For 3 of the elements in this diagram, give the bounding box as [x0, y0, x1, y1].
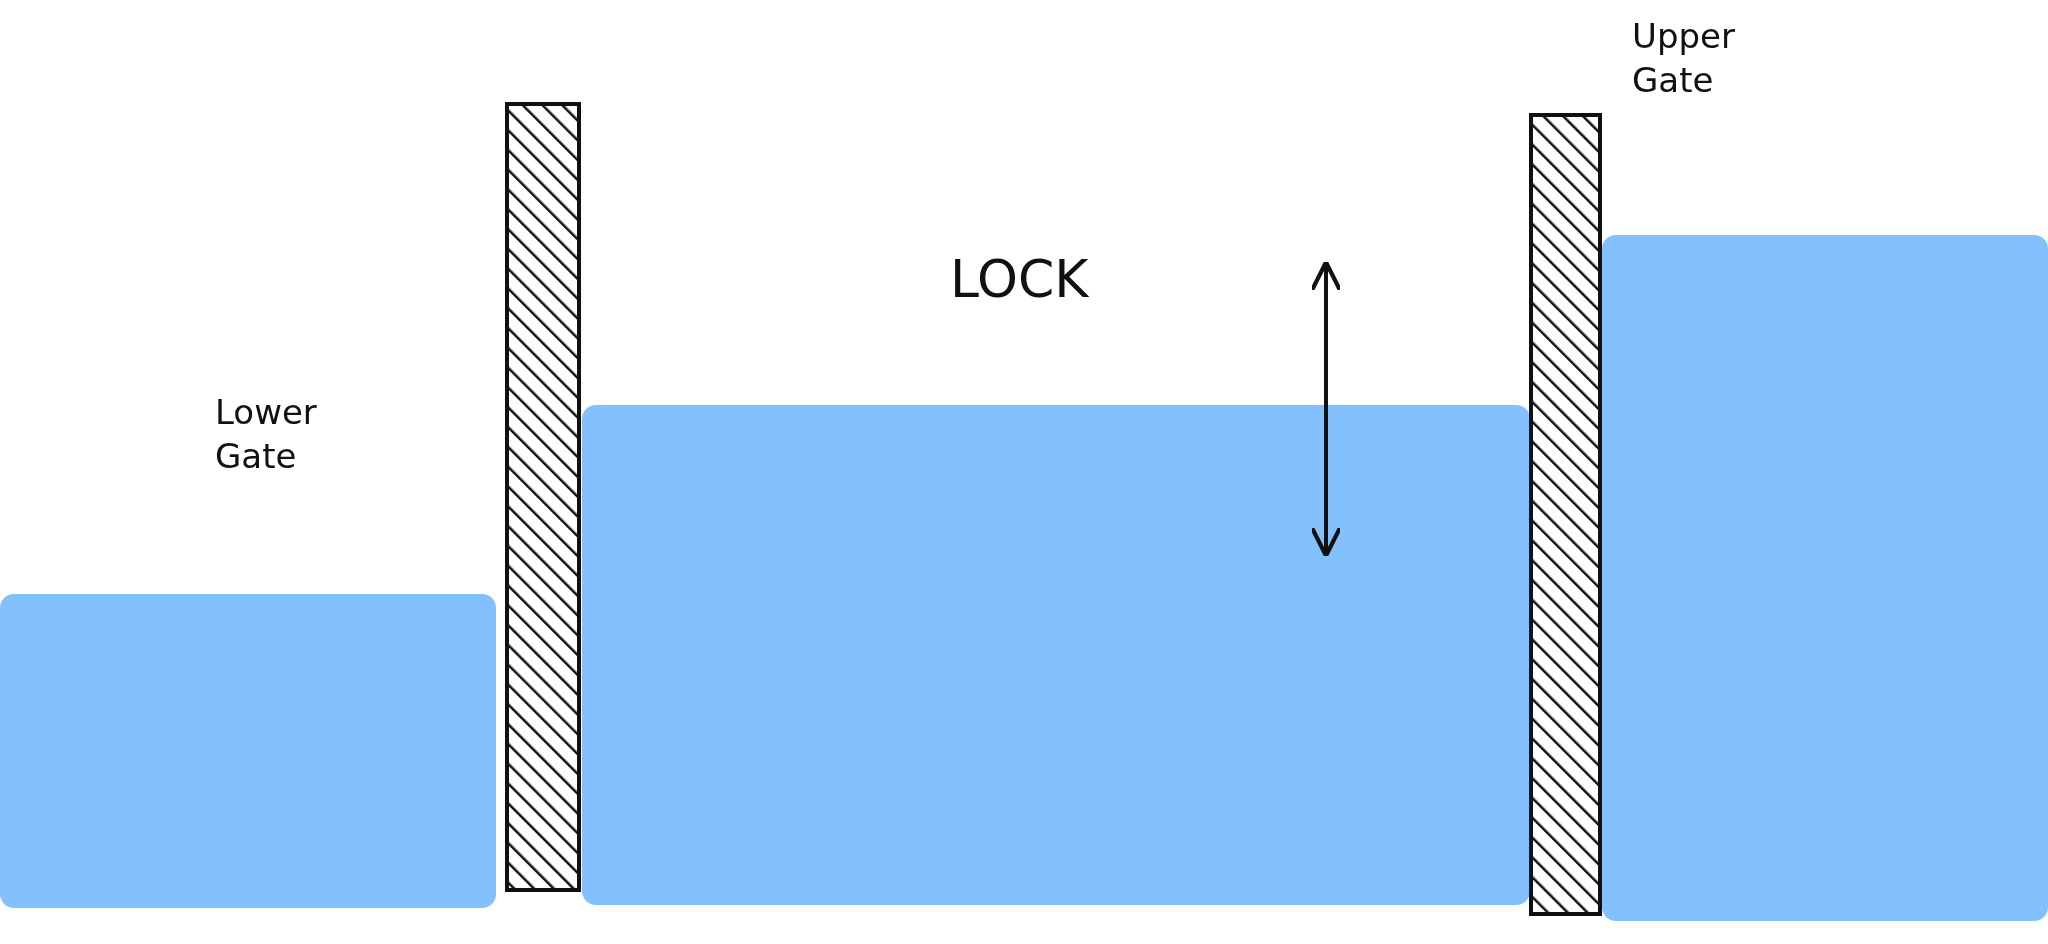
gate-label: Upper Gate	[1632, 15, 1736, 103]
gate-label: Lower Gate	[215, 391, 318, 479]
chamber-label: LOCK	[950, 248, 1090, 311]
